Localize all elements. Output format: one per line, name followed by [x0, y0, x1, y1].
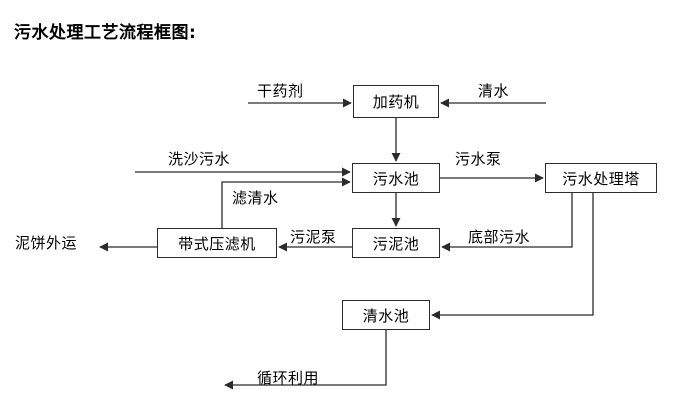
- edge-label-sand-wash-sewage: 洗沙污水: [168, 150, 231, 168]
- node-treatment-tower[interactable]: 污水处理塔: [545, 163, 657, 193]
- page-title: 污水处理工艺流程框图:: [14, 23, 197, 43]
- edge-filtered-water-to-sewage-pool: [221, 177, 351, 228]
- edge-clear-pool-recycling: [224, 330, 387, 390]
- edge-label-dry-chemical: 干药剂: [257, 82, 304, 100]
- node-label: 加药机: [372, 93, 420, 111]
- node-sewage-pool[interactable]: 污水池: [352, 163, 440, 193]
- edge-label-recycling: 循环利用: [257, 369, 320, 387]
- edge-label-bottom-sewage: 底部污水: [468, 228, 531, 246]
- node-label: 清水池: [362, 306, 410, 325]
- node-clear-water-pool[interactable]: 清水池: [342, 300, 430, 330]
- node-sludge-pool[interactable]: 污泥池: [352, 228, 440, 258]
- edge-tower-to-clear-pool: [431, 193, 594, 320]
- edge-label-filtered-water: 滤清水: [232, 189, 279, 207]
- node-label: 污泥池: [372, 234, 420, 253]
- edge-tower-bottom-sewage-to-sludge-pool: [441, 193, 573, 252]
- node-belt-filter-press[interactable]: 带式压滤机: [157, 228, 277, 258]
- node-label: 污水处理塔: [562, 169, 640, 188]
- edge-label-sewage-pump: 污水泵: [455, 150, 502, 168]
- edge-label-sludge-pump: 污泥泵: [290, 228, 337, 246]
- edge-label-clean-water: 清水: [478, 82, 510, 100]
- node-label: 污水池: [372, 169, 420, 188]
- node-label: 带式压滤机: [178, 234, 256, 253]
- terminal-label-mud-cake-transport: 泥饼外运: [15, 234, 78, 252]
- node-dosing-machine[interactable]: 加药机: [353, 85, 439, 118]
